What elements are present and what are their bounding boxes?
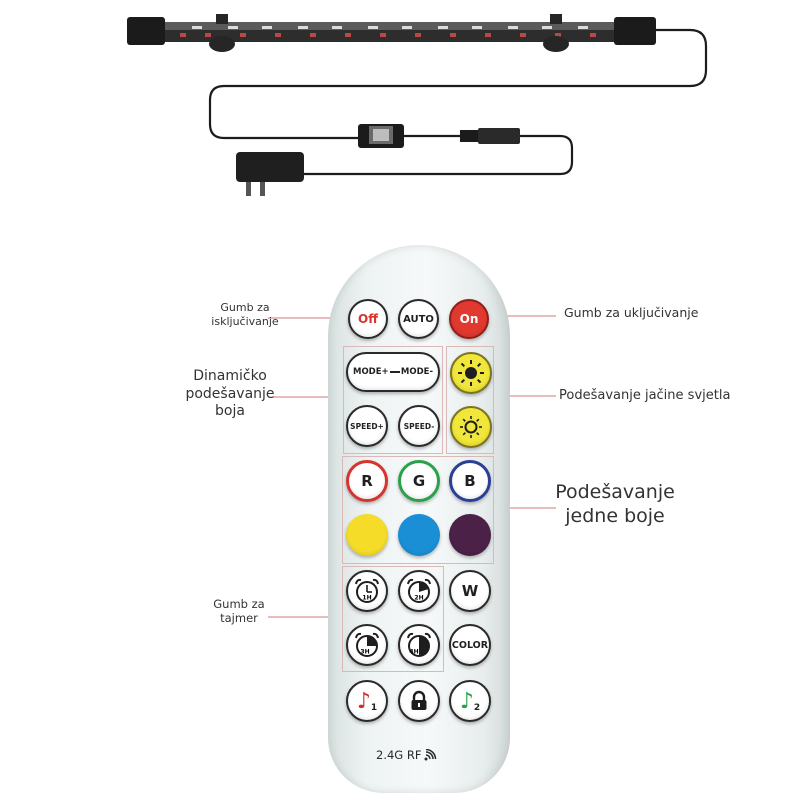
label-timer-line1: Gumb za [213, 597, 265, 611]
power-cable [208, 28, 708, 176]
timer-2h-button[interactable]: 2H [398, 570, 440, 612]
timer-1h-text: 1H [362, 595, 371, 602]
music-2-sub: 2 [473, 703, 481, 713]
label-timer-line2: tajmer [220, 611, 258, 626]
music-2-button[interactable]: ♪ 2 [449, 680, 491, 722]
blue-button[interactable]: B [449, 460, 491, 502]
label-dynamic-line2: podešavanje [185, 385, 275, 402]
alarm-clock-icon: 4H [407, 632, 431, 657]
alarm-clock-icon: 2H [407, 578, 431, 603]
product-illustration [127, 14, 708, 196]
label-off-button: Gumb za isključivanje [200, 301, 290, 329]
mode-minus-label[interactable]: MODE- [400, 367, 433, 377]
lock-button[interactable] [398, 680, 440, 722]
timer-4h-button[interactable]: 4H [398, 624, 440, 666]
timer-2h-text: 2H [414, 595, 423, 602]
speed-minus-button[interactable]: SPEED- [398, 405, 440, 447]
label-on-button: Gumb za uključivanje [564, 305, 699, 320]
label-brightness: Podešavanje jačine svjetla [559, 388, 731, 403]
label-off-line1: Gumb za [220, 301, 270, 314]
purple-color-button[interactable] [449, 514, 491, 556]
music-note-icon: ♪ [459, 688, 474, 714]
lock-icon [411, 690, 427, 710]
remote-footer-text: 2.4G RF [376, 748, 422, 762]
label-dynamic-line1: Dinamičko [193, 368, 267, 384]
timer-3h-text: 3H [360, 649, 369, 656]
cyan-blue-color-button[interactable] [398, 514, 440, 556]
white-button[interactable]: W [449, 570, 491, 612]
sun-bright-icon [458, 360, 484, 386]
remote-footer: 2.4G RF [376, 748, 466, 762]
red-button[interactable]: R [346, 460, 388, 502]
timer-3h-button[interactable]: 3H [346, 624, 388, 666]
label-single-line2: jedne boje [565, 504, 665, 527]
label-off-line2: isključivanje [211, 314, 279, 328]
color-group-box [342, 456, 494, 564]
color-button[interactable]: COLOR [449, 624, 491, 666]
mode-plus-label[interactable]: MODE+ [353, 367, 389, 377]
led-light-bar [127, 14, 656, 52]
timer-group-box [342, 566, 444, 672]
label-timer: Gumb za tajmer [196, 597, 282, 626]
alarm-clock-icon: 1H [355, 578, 379, 603]
label-dynamic-line3: boja [215, 403, 245, 419]
speed-plus-button[interactable]: SPEED+ [346, 405, 388, 447]
mode-divider [389, 371, 400, 373]
yellow-color-button[interactable] [346, 514, 388, 556]
label-single-color: Podešavanje jedne boje [550, 481, 680, 529]
inline-controller [358, 124, 404, 148]
off-button[interactable]: Off [348, 299, 388, 339]
sun-dim-icon [460, 416, 482, 438]
wifi-signal-icon [424, 749, 437, 761]
power-adapter [236, 152, 304, 196]
timer-1h-button[interactable]: 1H [346, 570, 388, 612]
green-button[interactable]: G [398, 460, 440, 502]
label-single-line1: Podešavanje [555, 481, 675, 503]
on-button[interactable]: On [449, 299, 489, 339]
auto-button[interactable]: AUTO [398, 299, 439, 339]
alarm-clock-icon: 3H [355, 632, 379, 657]
brightness-group-box [446, 346, 494, 454]
timer-4h-text: 4H [409, 649, 418, 656]
music-1-sub: 1 [370, 703, 378, 713]
brightness-up-button[interactable] [450, 352, 492, 394]
brightness-down-button[interactable] [450, 406, 492, 448]
mode-button[interactable]: MODE+ MODE- [346, 352, 440, 392]
dynamic-group-box [343, 346, 443, 454]
label-dynamic-color: Dinamičko podešavanje boja [170, 368, 290, 421]
music-note-icon: ♪ [356, 688, 371, 714]
cable-connector [460, 128, 520, 144]
music-1-button[interactable]: ♪ 1 [346, 680, 388, 722]
